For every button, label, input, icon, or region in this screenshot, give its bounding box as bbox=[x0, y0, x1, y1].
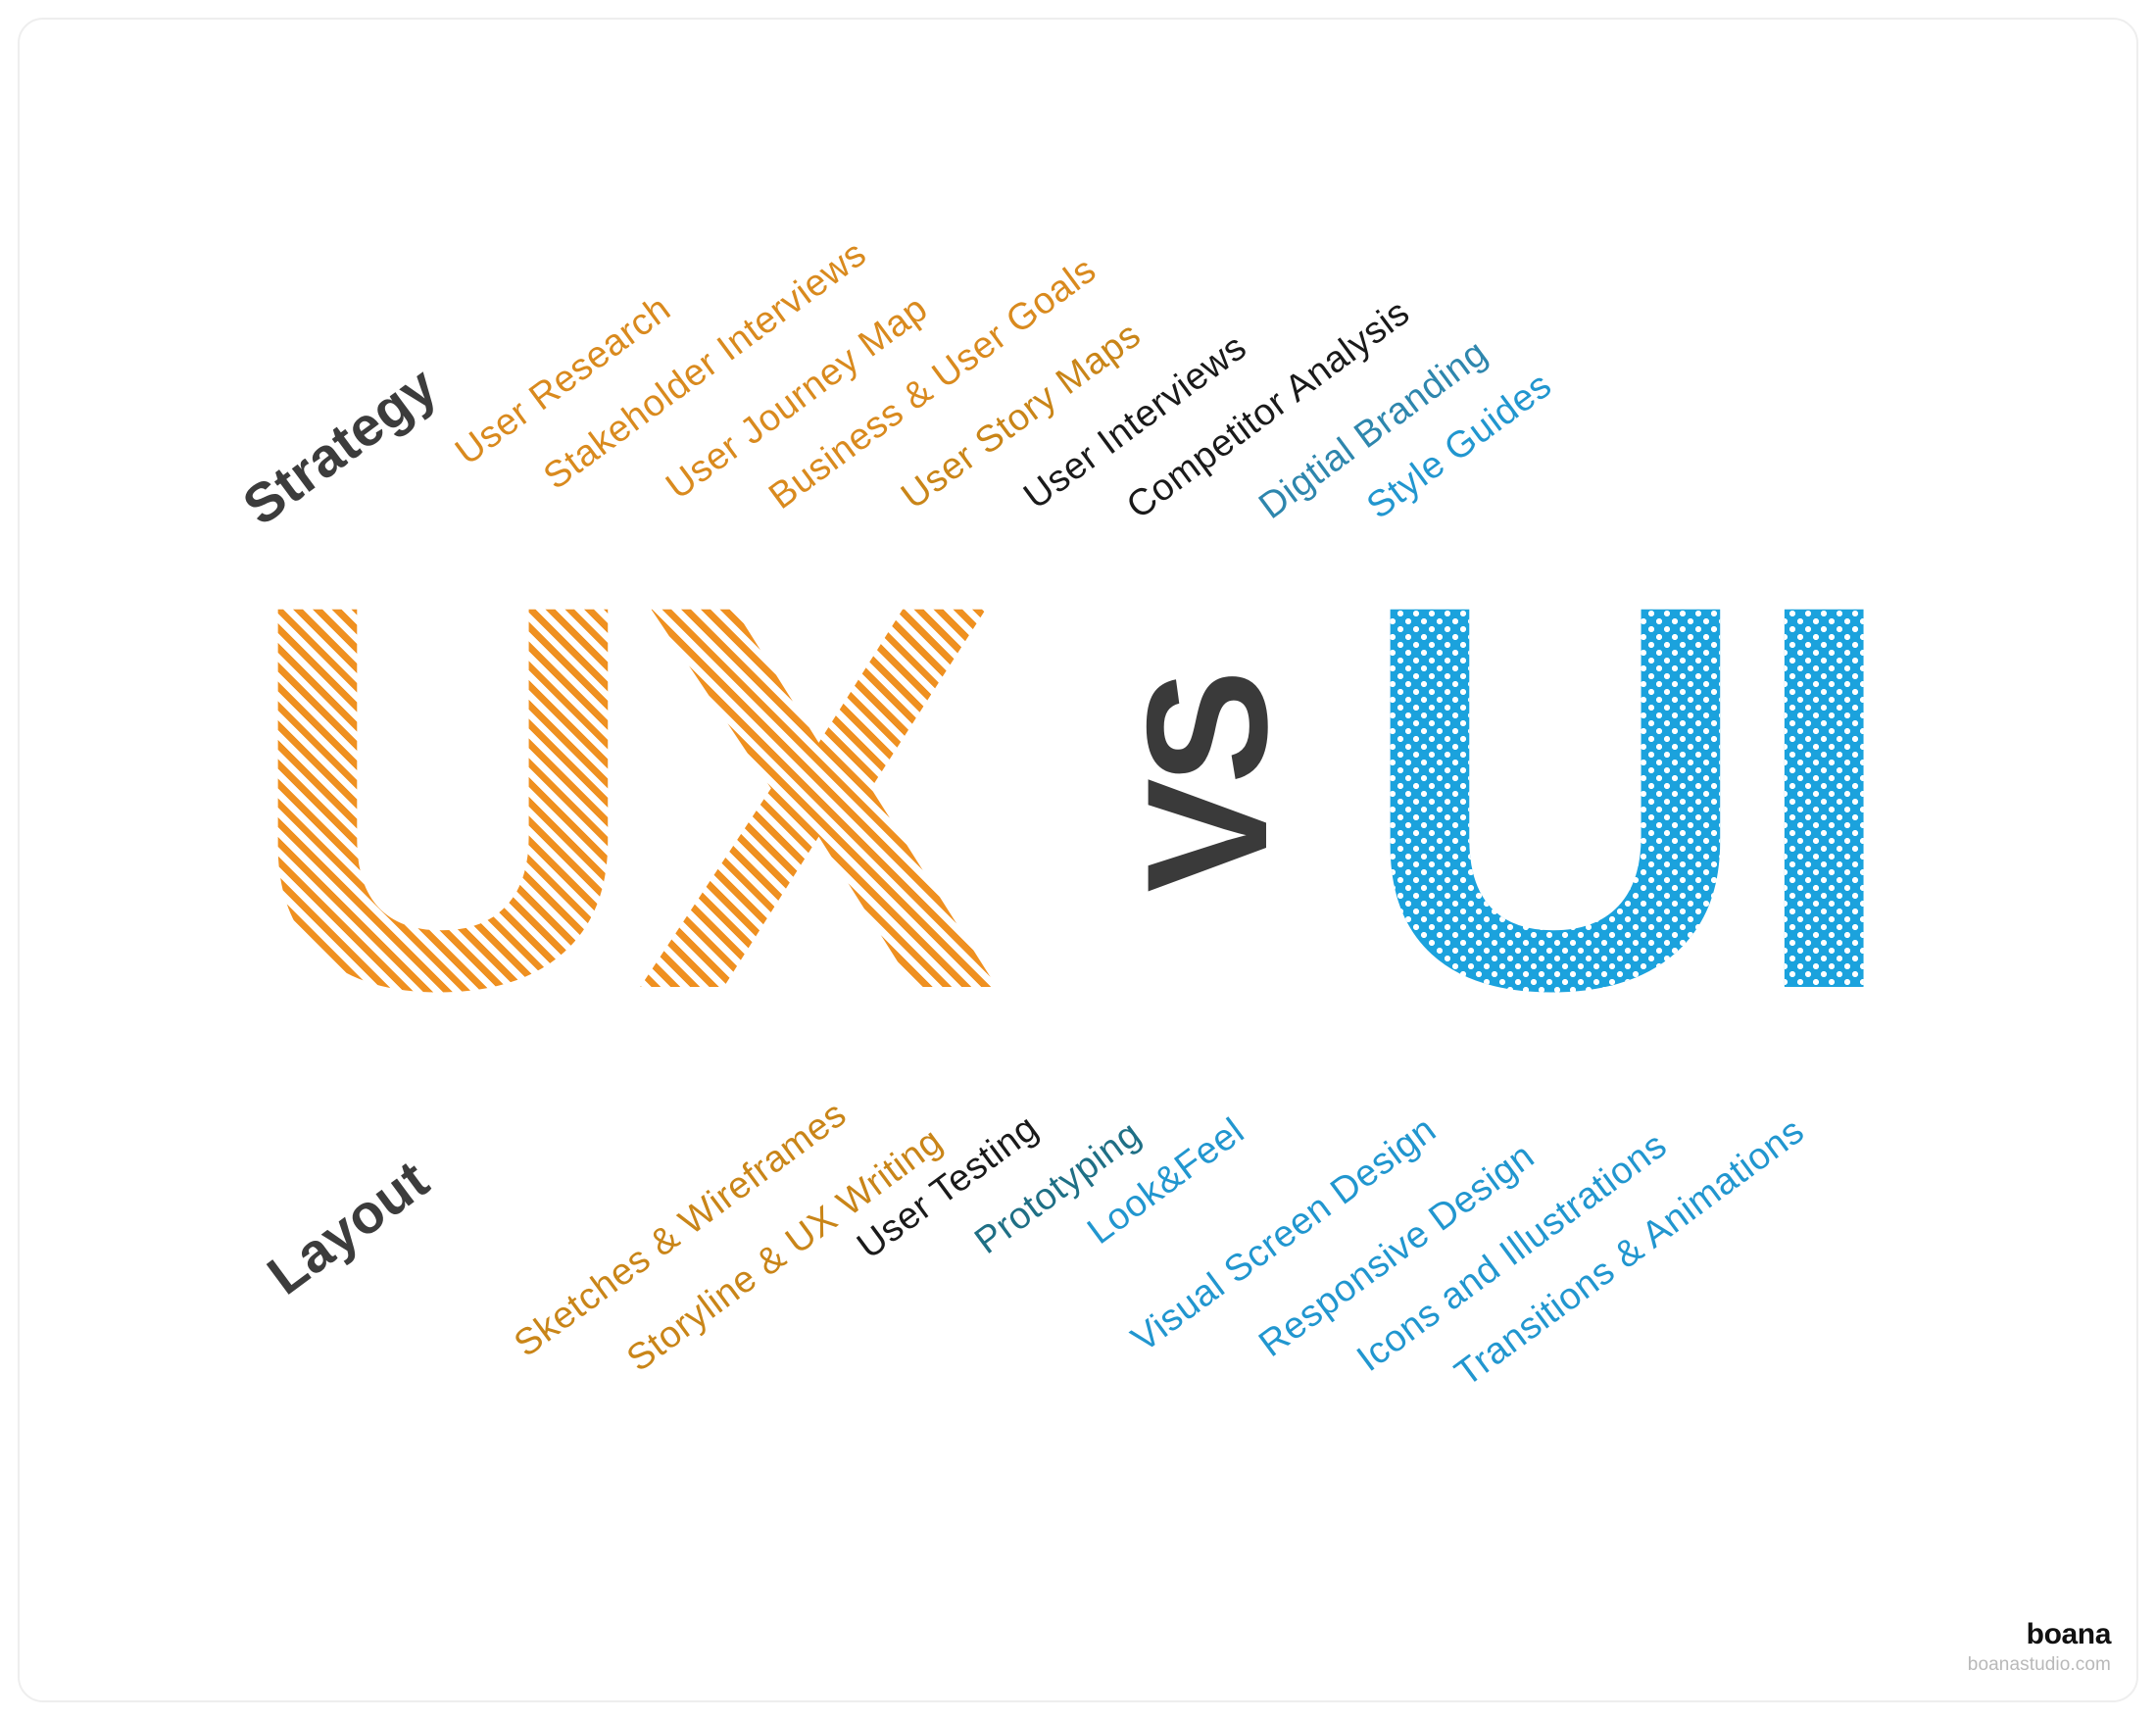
label-sketches-wireframes: Sketches & Wireframes bbox=[507, 1093, 855, 1365]
label-responsive-design: Responsive Design bbox=[1251, 1135, 1543, 1365]
label-storyline-ux-writing: Storyline & UX Writing bbox=[619, 1120, 951, 1380]
label-user-testing: User Testing bbox=[850, 1106, 1047, 1267]
versus-label: VS bbox=[1111, 675, 1303, 893]
label-business-user-goals: Business & User Goals bbox=[761, 249, 1104, 517]
label-user-research: User Research bbox=[448, 287, 679, 473]
brand-name: boana bbox=[2026, 1618, 2112, 1650]
ux-letters: UX bbox=[245, 490, 1002, 1104]
label-look-and-feel: Look&Feel bbox=[1080, 1109, 1252, 1253]
ui-letters: UI bbox=[1357, 490, 1894, 1104]
label-stakeholder-interviews: Stakeholder Interviews bbox=[536, 232, 874, 498]
brand-url: boanastudio.com bbox=[1967, 1654, 2111, 1675]
label-user-interviews: User Interviews bbox=[1016, 326, 1254, 517]
label-transitions-animations: Transitions & Animations bbox=[1447, 1109, 1812, 1395]
label-icons-and-illustrations: Icons and Illustrations bbox=[1349, 1124, 1675, 1380]
heading-layout: Layout bbox=[256, 1148, 440, 1306]
label-user-story-maps: User Story Maps bbox=[894, 314, 1149, 517]
label-user-journey-map: User Journey Map bbox=[659, 287, 936, 508]
label-prototyping: Prototyping bbox=[967, 1112, 1150, 1262]
brand-logo: boana boanastudio.com bbox=[1967, 1618, 2112, 1677]
label-visual-screen-design: Visual Screen Design bbox=[1124, 1108, 1445, 1360]
